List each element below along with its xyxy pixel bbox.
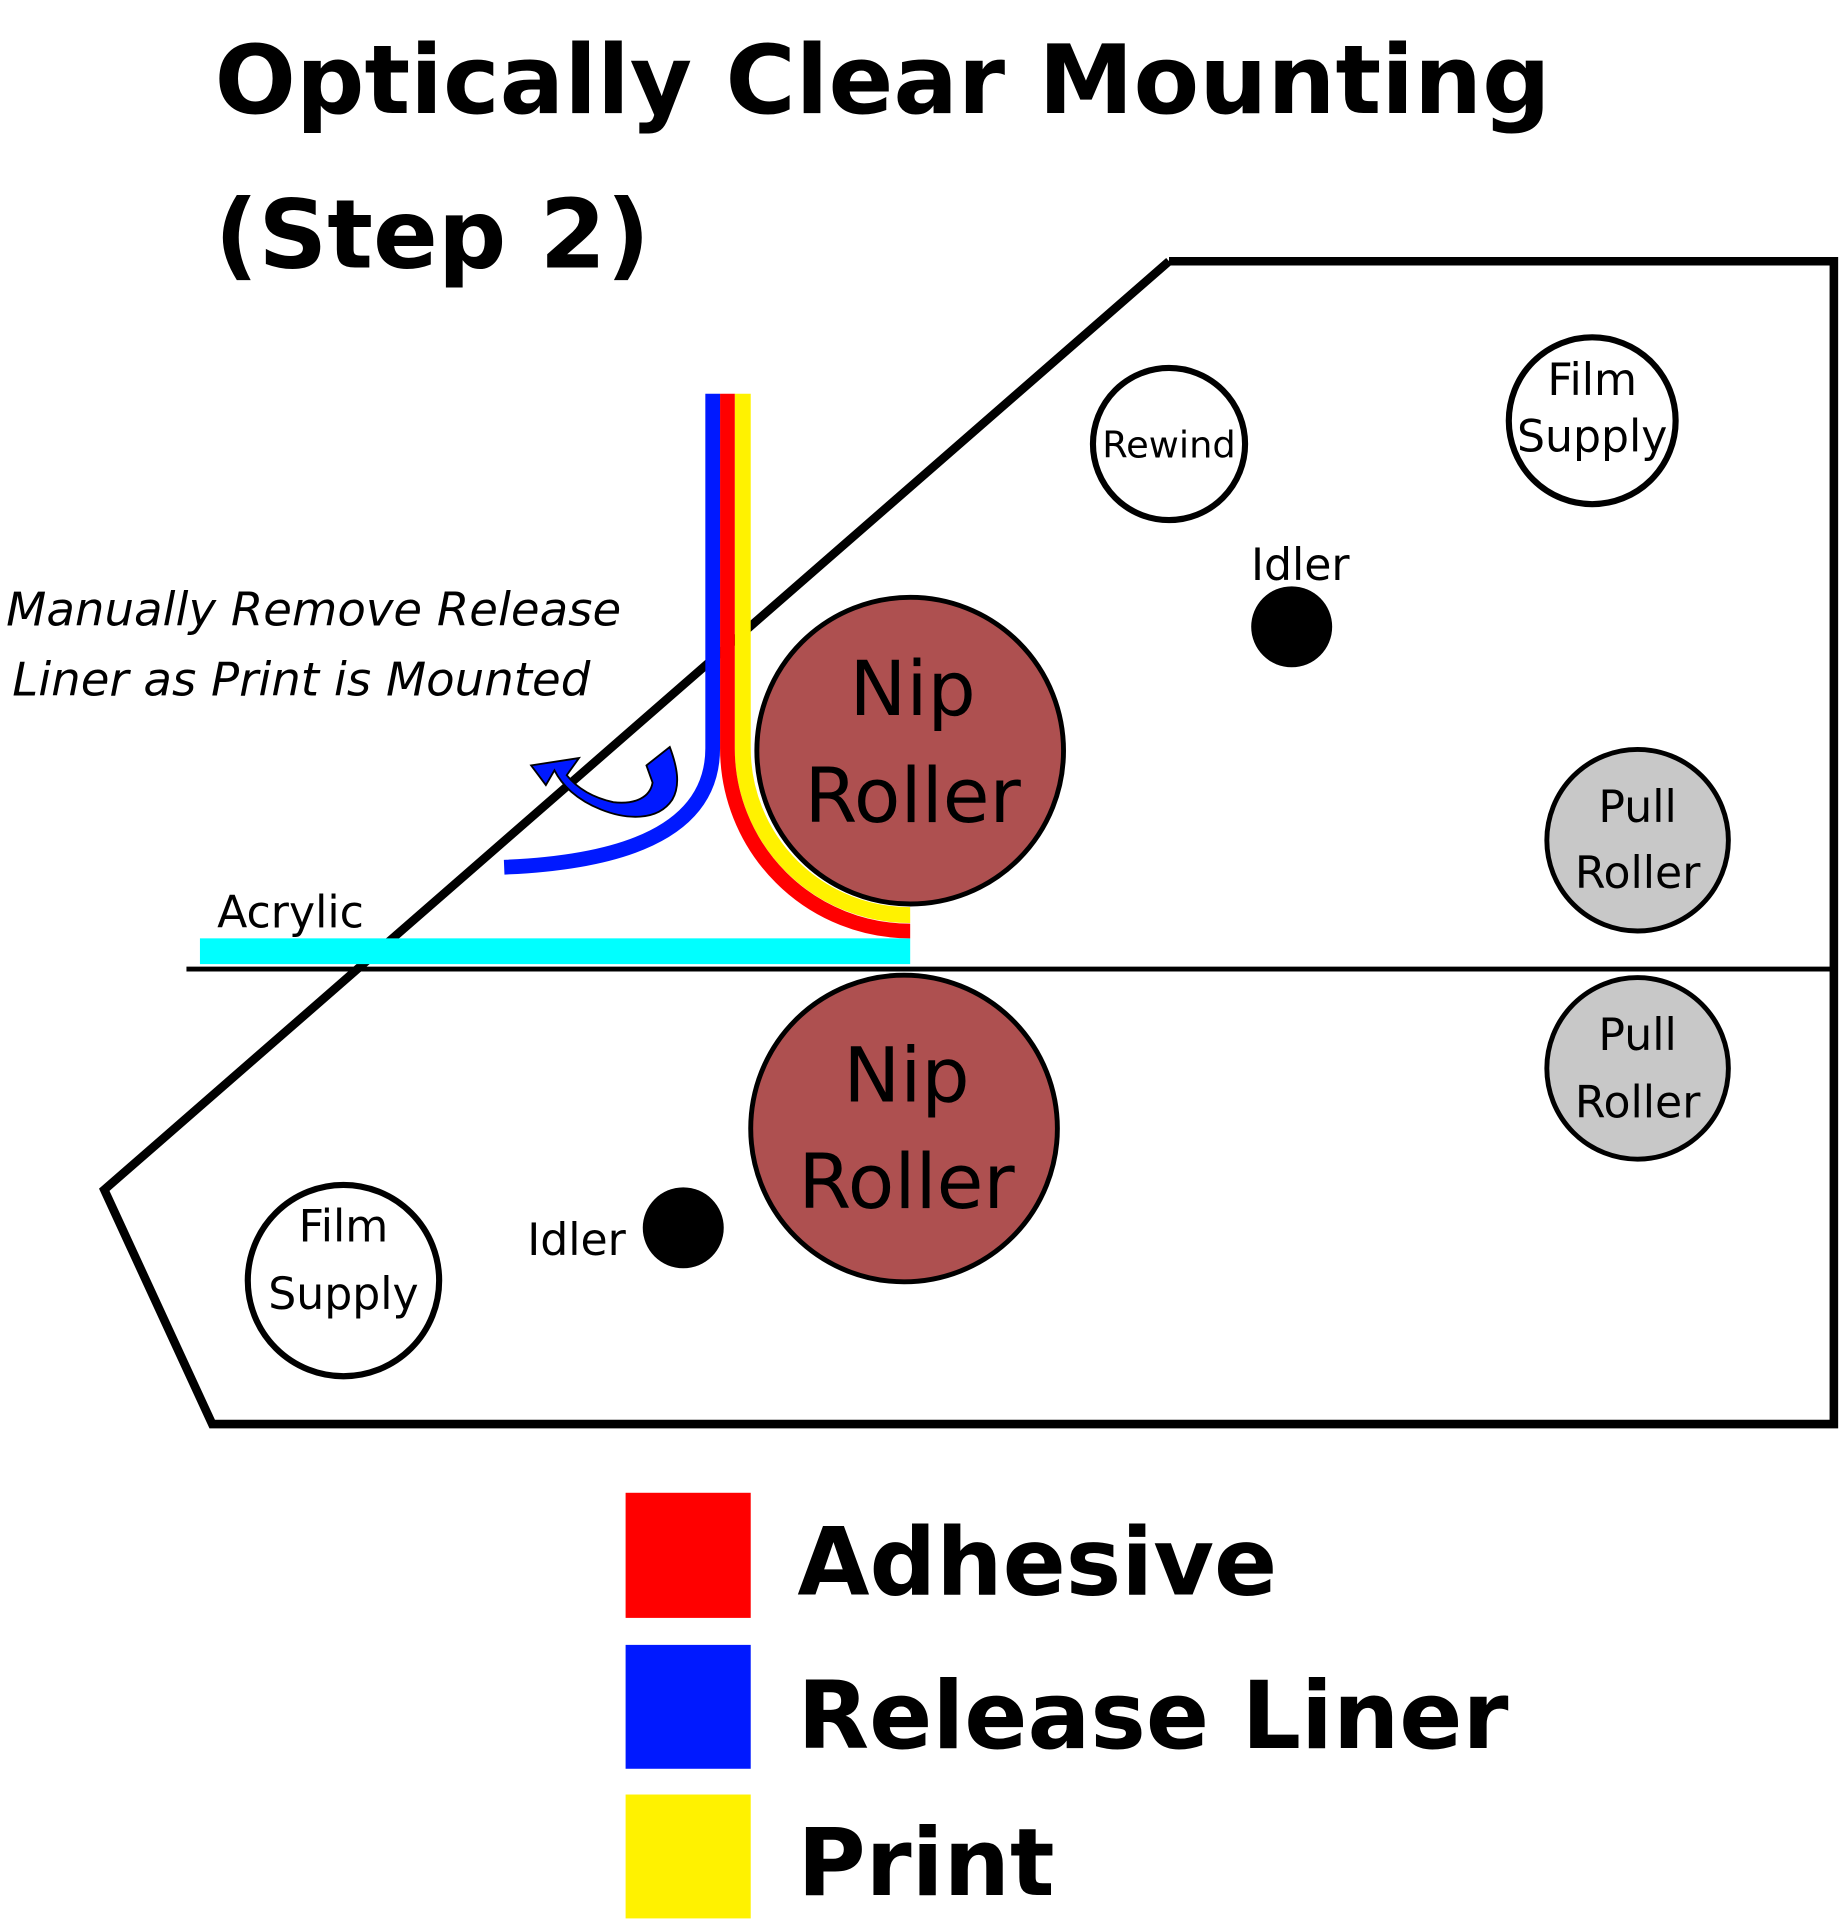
film-supply-bottom: Film Supply — [244, 1181, 443, 1380]
machine-outline — [99, 256, 1839, 1429]
legend-label-release-liner: Release Liner — [797, 1661, 1508, 1770]
film-supply-bottom-label-2: Supply — [268, 1269, 418, 1320]
legend: Adhesive Release Liner Print — [625, 1492, 1509, 1919]
title-line-1: Optically Clear Mounting — [215, 24, 1551, 136]
film-supply-top-label-1: Film — [1547, 355, 1637, 406]
remove-liner-arrow-icon — [529, 745, 679, 818]
pull-roller-top-label-2: Roller — [1575, 848, 1701, 899]
idler-top: Idler — [1251, 540, 1350, 668]
pull-roller-bottom-label-1: Pull — [1598, 1010, 1676, 1061]
pull-roller-top-label-1: Pull — [1598, 782, 1676, 833]
adhesive-layer — [720, 393, 911, 939]
pull-roller-bottom-label-2: Roller — [1575, 1077, 1701, 1128]
legend-label-print: Print — [797, 1808, 1054, 1917]
film-supply-bottom-label-1: Film — [299, 1201, 389, 1252]
rewind-label: Rewind — [1102, 424, 1236, 467]
print-layer — [734, 393, 911, 924]
idler-top-label: Idler — [1251, 540, 1350, 591]
annotation-line-2: Liner as Print is Mounted — [12, 652, 590, 706]
film-supply-top: Film Supply — [1505, 334, 1679, 508]
film-supply-top-label-2: Supply — [1517, 411, 1667, 462]
title-line-2: (Step 2) — [215, 178, 650, 290]
acrylic-sheet — [199, 938, 911, 965]
acrylic-label: Acrylic — [217, 887, 364, 938]
idler-bottom-label: Idler — [527, 1215, 626, 1266]
nip-roller-bottom-label-2: Roller — [798, 1137, 1015, 1226]
legend-swatch-release-liner — [625, 1644, 751, 1769]
pull-roller-bottom: Pull Roller — [1544, 975, 1731, 1162]
nip-roller-bottom-label-1: Nip — [843, 1030, 969, 1119]
nip-roller-top-label-2: Roller — [805, 751, 1022, 840]
nip-roller-top: Nip Roller — [754, 594, 1066, 907]
pull-roller-top: Pull Roller — [1544, 747, 1731, 934]
nip-roller-top-label-1: Nip — [849, 644, 975, 733]
legend-swatch-adhesive — [625, 1492, 751, 1618]
idler-bottom: Idler — [527, 1187, 724, 1269]
nip-roller-bottom: Nip Roller — [748, 972, 1060, 1285]
release-liner-layer — [503, 393, 721, 875]
annotation-line-1: Manually Remove Release — [6, 583, 621, 637]
legend-swatch-print — [625, 1794, 751, 1919]
legend-label-adhesive: Adhesive — [797, 1508, 1277, 1617]
rewind-roll: Rewind — [1089, 364, 1249, 524]
material-web — [503, 393, 911, 939]
